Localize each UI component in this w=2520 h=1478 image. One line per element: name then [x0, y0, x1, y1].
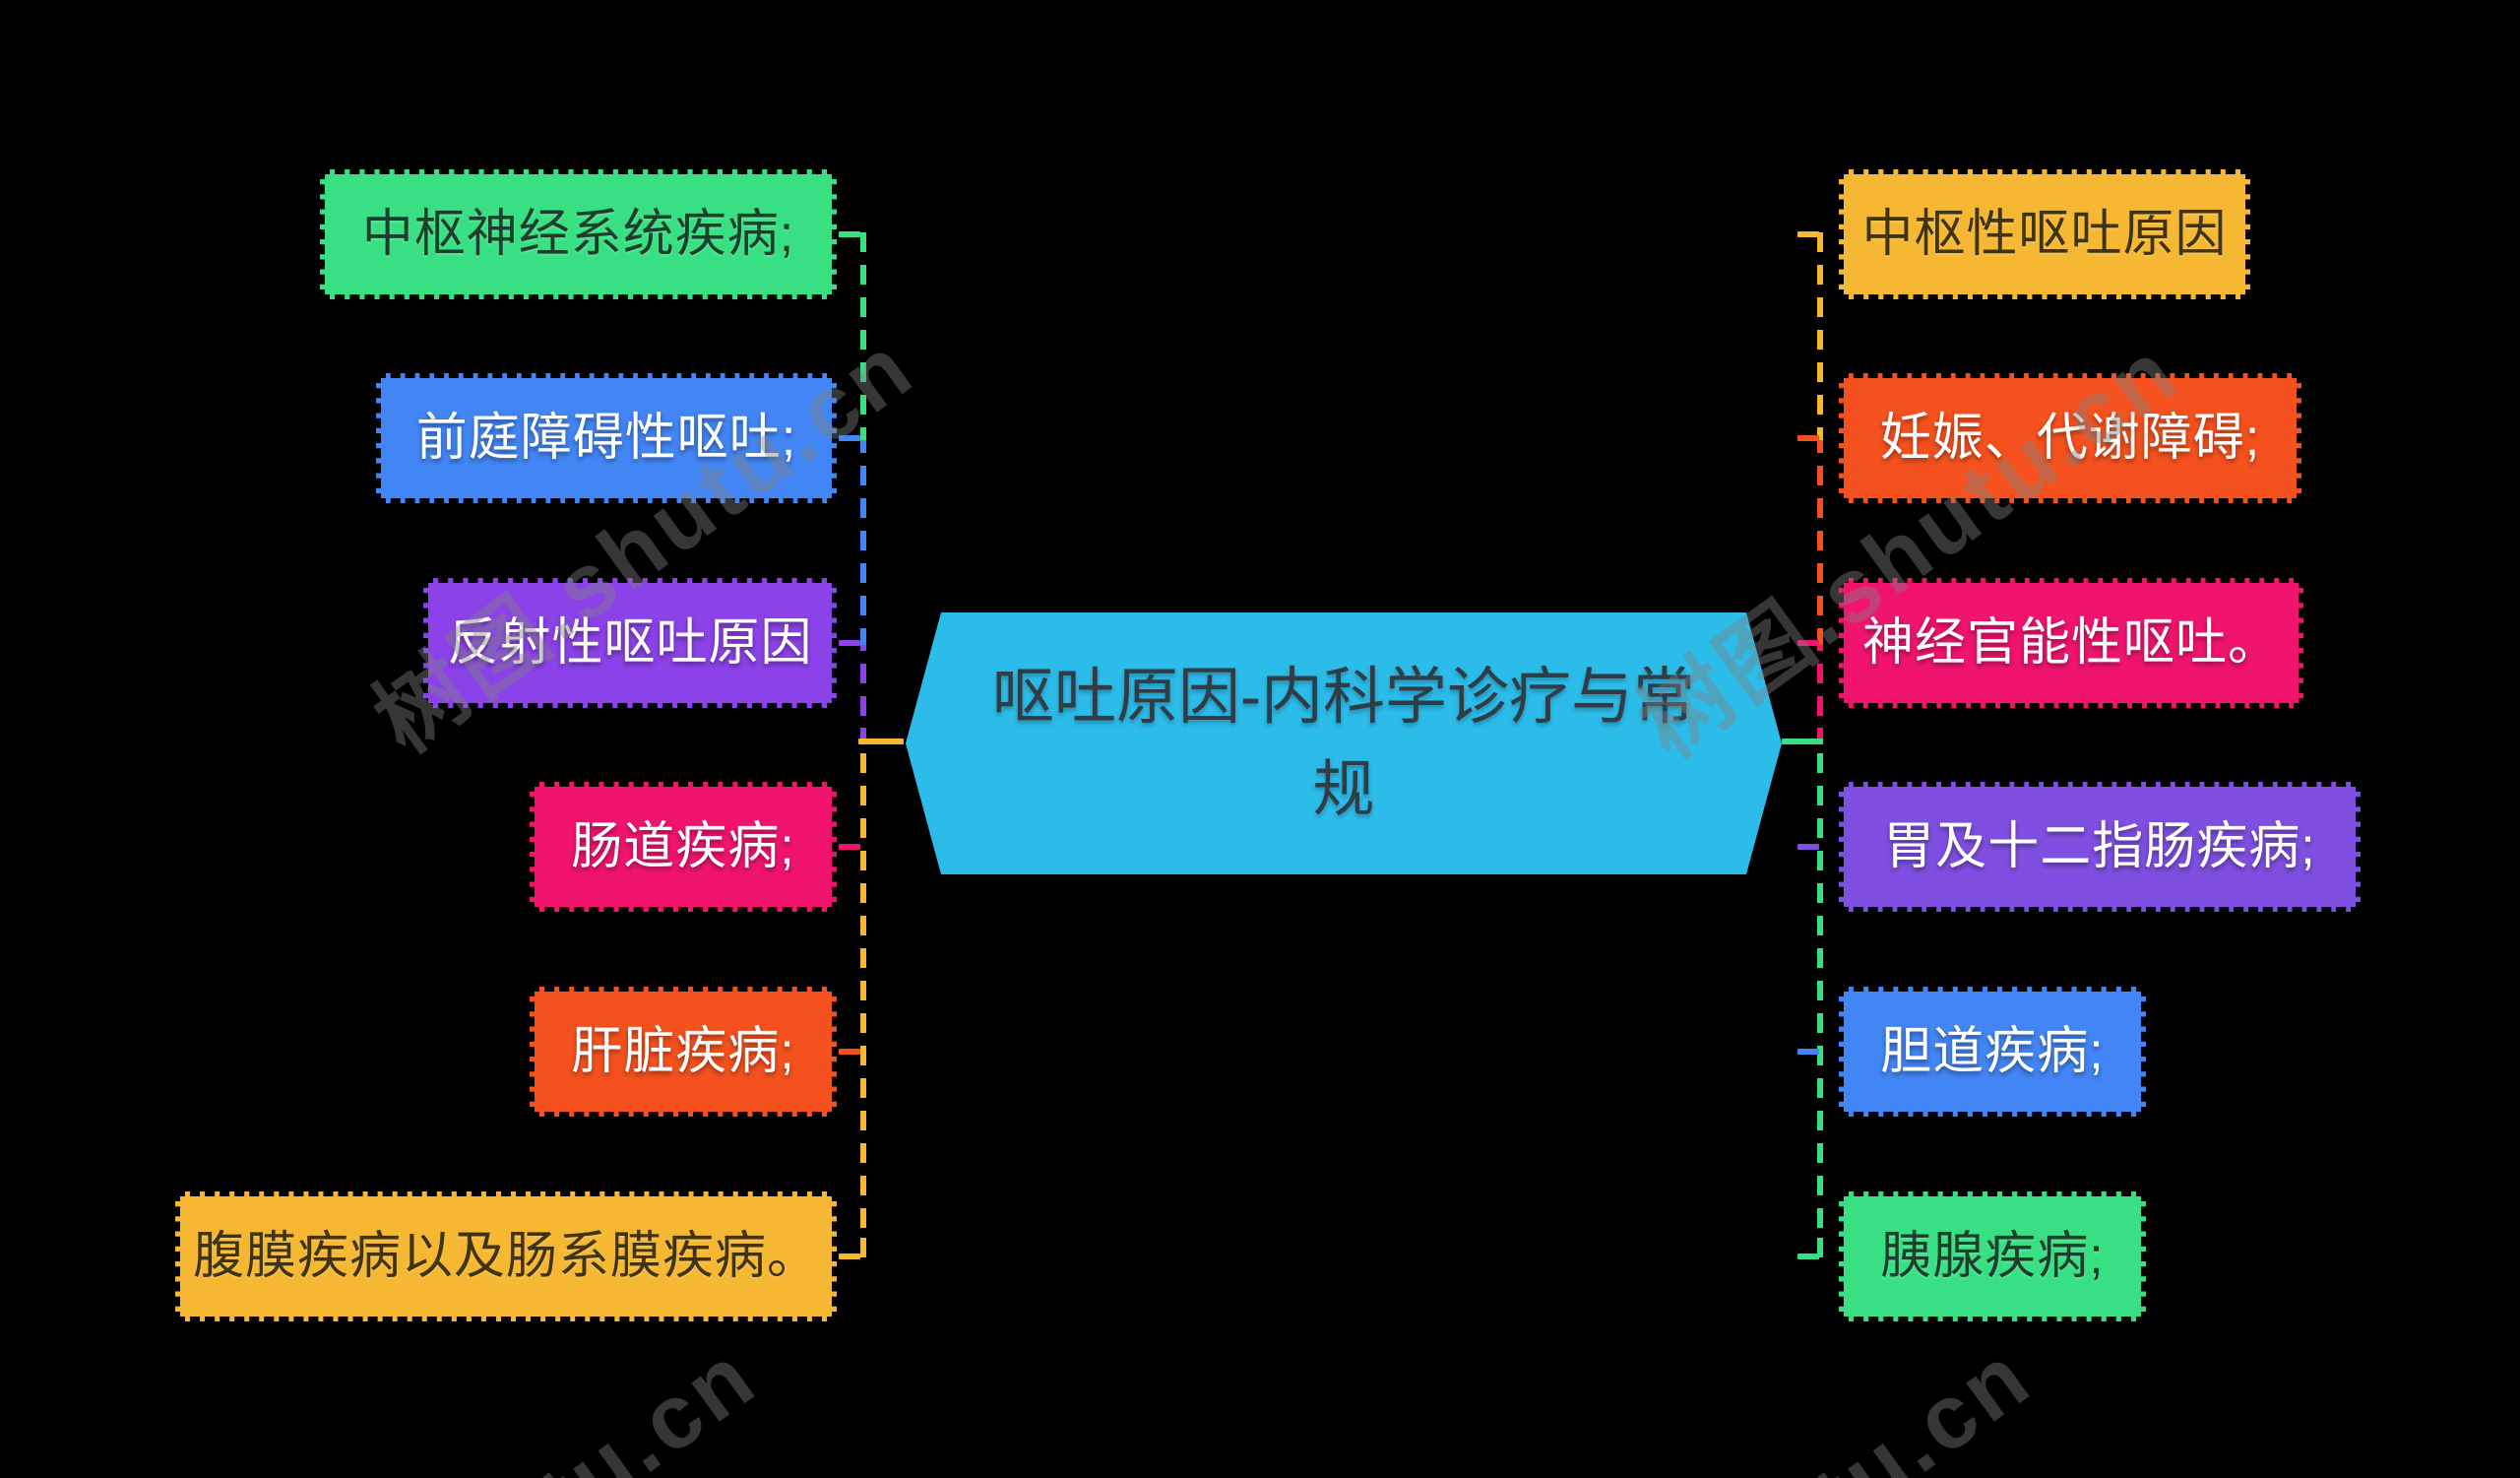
connector-junction-dash [839, 1253, 860, 1259]
branch-node-label: 妊娠、代谢障碍; [1879, 409, 2261, 467]
connector-junction-dash [1797, 1253, 1819, 1259]
branch-node-left-5[interactable]: 肝脏疾病; [530, 987, 837, 1117]
connector-center-stub-right [1782, 739, 1823, 744]
branch-node-label: 神经官能性呕吐。 [1861, 613, 2280, 672]
branch-node-left-6[interactable]: 腹膜疾病以及肠系膜疾病。 [175, 1191, 837, 1321]
branch-node-label: 胰腺疾病; [1880, 1227, 2105, 1285]
branch-node-right-6[interactable]: 胰腺疾病; [1839, 1191, 2146, 1321]
connector-junction-dash [1797, 231, 1819, 237]
branch-node-label: 反射性呕吐原因 [447, 613, 813, 672]
branch-node-label: 胃及十二指肠疾病; [1883, 817, 2316, 875]
branch-node-label: 腹膜疾病以及肠系膜疾病。 [193, 1227, 820, 1285]
connector-trunk-segment [860, 232, 866, 440]
branch-node-right-1[interactable]: 中枢性呕吐原因 [1839, 169, 2250, 299]
center-node[interactable]: 呕吐原因-内科学诊疗与常规 [906, 612, 1782, 874]
connector-junction-dash [839, 435, 860, 441]
branch-node-left-2[interactable]: 前庭障碍性呕吐; [376, 373, 837, 503]
connector-junction-dash [839, 1049, 860, 1055]
branch-node-label: 中枢性呕吐原因 [1861, 205, 2228, 263]
connector-trunk-segment [1817, 232, 1823, 440]
connector-trunk-segment [860, 741, 866, 1258]
branch-node-label: 中枢神经系统疾病; [361, 205, 795, 263]
watermark-text-4: 树图.shutu.cn [1461, 1306, 2053, 1478]
branch-node-left-4[interactable]: 肠道疾病; [530, 782, 837, 912]
connector-junction-dash [1797, 435, 1819, 441]
branch-node-label: 肝脏疾病; [571, 1022, 795, 1080]
connector-junction-dash [1797, 640, 1819, 646]
branch-node-right-3[interactable]: 神经官能性呕吐。 [1839, 578, 2303, 708]
connector-trunk-segment [860, 440, 866, 645]
branch-node-left-3[interactable]: 反射性呕吐原因 [423, 578, 837, 708]
branch-node-label: 胆道疾病; [1880, 1022, 2105, 1080]
connector-junction-dash [839, 231, 860, 237]
connector-junction-dash [839, 640, 860, 646]
center-node-label: 呕吐原因-内科学诊疗与常规 [992, 662, 1695, 825]
connector-junction-dash [839, 844, 860, 850]
connector-trunk-segment [1817, 440, 1823, 645]
branch-node-right-5[interactable]: 胆道疾病; [1839, 987, 2146, 1117]
watermark-text-3: 树图.shutu.cn [186, 1306, 779, 1478]
connector-junction-dash [1797, 1049, 1819, 1055]
connector-junction-dash [1797, 844, 1819, 850]
connector-trunk-segment [1817, 645, 1823, 741]
branch-node-label: 前庭障碍性呕吐; [415, 409, 797, 467]
branch-node-left-1[interactable]: 中枢神经系统疾病; [320, 169, 837, 299]
branch-node-right-2[interactable]: 妊娠、代谢障碍; [1839, 373, 2301, 503]
branch-node-label: 肠道疾病; [571, 817, 795, 875]
connector-center-stub-left [858, 739, 904, 744]
branch-node-right-4[interactable]: 胃及十二指肠疾病; [1839, 782, 2361, 912]
connector-trunk-segment [1817, 741, 1823, 1258]
connector-trunk-segment [860, 645, 866, 741]
